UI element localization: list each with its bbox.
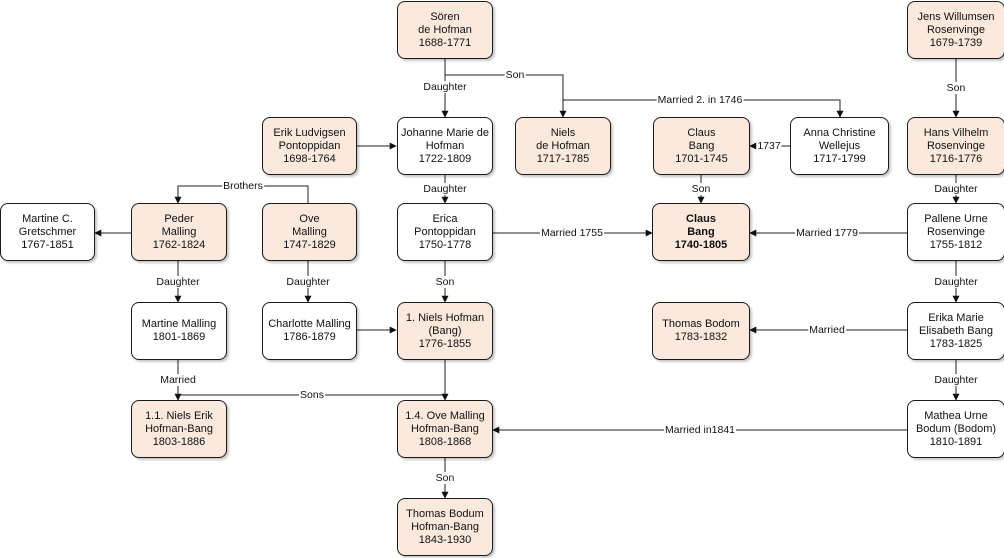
label-erica-son: Son: [434, 276, 456, 288]
label-married-1755: Married 1755: [540, 227, 604, 239]
person-hans-rosenvinge[interactable]: Hans Vilhelm Rosenvinge 1716-1776: [907, 117, 1004, 175]
label-claus1-son: Son: [690, 183, 712, 195]
label-married-1779: Married 1779: [795, 227, 859, 239]
person-thomas-bodum-hofman-bang[interactable]: Thomas Bodum Hofman-Bang 1843-1930: [397, 498, 493, 556]
label-pallene-daughter: Daughter: [933, 276, 979, 288]
label-martine-married: Married: [159, 374, 197, 386]
label-hans-daughter: Daughter: [933, 183, 979, 195]
label-soren-son: Son: [504, 69, 526, 81]
person-niels-de-hofman[interactable]: Niels de Hofman 1717-1785: [515, 117, 611, 175]
label-brothers: Brothers: [222, 180, 264, 192]
person-erika-bang[interactable]: Erika Marie Elisabeth Bang 1783-1825: [907, 302, 1004, 360]
label-married-1841: Married in1841: [663, 424, 737, 436]
label-jens-son: Son: [945, 82, 967, 94]
person-mathea-bodum[interactable]: Mathea Urne Bodum (Bodom) 1810-1891: [907, 400, 1004, 458]
person-johanne-de-hofman[interactable]: Johanne Marie de Hofman 1722-1809: [397, 117, 493, 175]
person-soren-de-hofman[interactable]: Sören de Hofman 1688-1771: [397, 1, 493, 59]
label-johanne-daughter: Daughter: [422, 183, 468, 195]
person-martine-gretschmer[interactable]: Martine C. Gretschmer 1767-1851: [0, 203, 95, 261]
person-claus-bang-1701[interactable]: Claus Bang 1701-1745: [653, 117, 750, 175]
label-married-thomas: Married: [808, 324, 846, 336]
edge-soren-niels: [445, 74, 567, 118]
edge-niels-anna: [563, 99, 844, 118]
person-jens-rosenvinge[interactable]: Jens Willumsen Rosenvinge 1679-1739: [907, 1, 1004, 59]
person-ove-malling-hofman-bang[interactable]: 1.4. Ove Malling Hofman-Bang 1808-1868: [397, 400, 493, 458]
person-peder-malling[interactable]: Peder Malling 1762-1824: [131, 203, 227, 261]
label-ove-son: Son: [434, 472, 456, 484]
person-charlotte-malling[interactable]: Charlotte Malling 1786-1879: [262, 302, 357, 360]
label-ove-daughter: Daughter: [285, 276, 331, 288]
person-pallene-rosenvinge[interactable]: Pallene Urne Rosenvinge 1755-1812: [907, 203, 1004, 261]
person-thomas-bodom[interactable]: Thomas Bodom 1783-1832: [652, 302, 750, 360]
person-erica-pontoppidan[interactable]: Erica Pontoppidan 1750-1778: [397, 203, 493, 261]
label-married-1746: Married 2. in 1746: [656, 94, 744, 106]
person-niels-erik-hofman-bang[interactable]: 1.1. Niels Erik Hofman-Bang 1803-1886: [131, 400, 227, 458]
person-claus-bang-1740[interactable]: Claus Bang 1740-1805: [652, 203, 750, 261]
label-soren-daughter: Daughter: [422, 81, 468, 93]
person-anna-wellejus[interactable]: Anna Christine Wellejus 1717-1799: [790, 117, 889, 175]
person-niels-hofman-bang[interactable]: 1. Niels Hofman (Bang) 1776-1855: [397, 302, 493, 360]
label-peder-daughter: Daughter: [155, 276, 201, 288]
label-erika-daughter: Daughter: [933, 374, 979, 386]
person-ove-malling[interactable]: Ove Malling 1747-1829: [262, 203, 357, 261]
label-sons: Sons: [299, 389, 325, 401]
label-1737: 1737: [756, 140, 782, 152]
person-erik-pontoppidan[interactable]: Erik Ludvigsen Pontoppidan 1698-1764: [262, 117, 357, 175]
person-martine-malling[interactable]: Martine Malling 1801-1869: [131, 302, 227, 360]
